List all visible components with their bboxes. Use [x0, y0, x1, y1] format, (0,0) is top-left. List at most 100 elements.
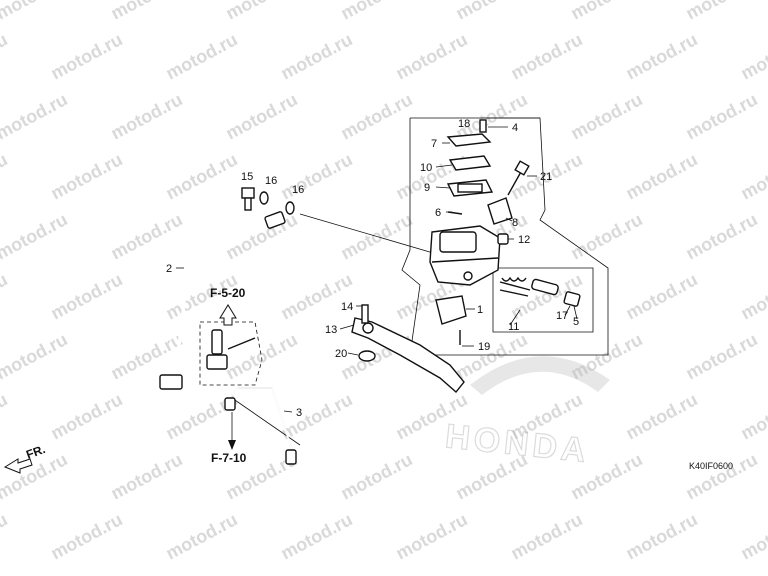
switch-parts — [447, 160, 530, 245]
watermark-text: motod.ru — [222, 0, 300, 24]
ref-f710: F-7-10 — [211, 451, 247, 465]
watermark-text: motod.ru — [337, 0, 415, 24]
callout-4: 4 — [512, 122, 518, 134]
watermark-text: motod.ru — [682, 449, 760, 503]
watermark-text: motod.ru — [567, 89, 645, 143]
watermark-text: motod.ru — [622, 29, 700, 83]
watermark-text: motod.ru — [0, 269, 11, 323]
callout-6: 6 — [435, 207, 441, 219]
watermark-text: motod.ru — [0, 389, 11, 443]
watermark-text: motod.ru — [107, 449, 185, 503]
watermark-text: motod.ru — [107, 89, 185, 143]
watermark-text: motod.ru — [737, 389, 768, 443]
watermark-text: motod.ru — [392, 29, 470, 83]
watermark-text: motod.ru — [337, 89, 415, 143]
watermark-text: motod.ru — [622, 149, 700, 203]
pivot-bracket — [435, 295, 467, 345]
watermark-text: motod.ru — [0, 329, 71, 383]
watermark-text: motod.ru — [107, 0, 185, 24]
watermark-text: motod.ru — [47, 509, 125, 563]
watermark-text: motod.ru — [622, 509, 700, 563]
watermark-text: motod.ru — [737, 269, 768, 323]
watermark-text: motod.ru — [0, 509, 11, 563]
callout-21: 21 — [540, 171, 552, 183]
brake-pipe — [224, 387, 297, 465]
callout-15: 15 — [241, 171, 253, 183]
callout-5: 5 — [573, 316, 579, 328]
watermark-text: motod.ru — [222, 209, 300, 263]
honda-logo-text: HONDA — [444, 417, 592, 470]
callout-20: 20 — [335, 348, 347, 360]
watermark-text: motod.ru — [567, 209, 645, 263]
watermark-text: motod.ru — [337, 449, 415, 503]
callout-8: 8 — [512, 217, 518, 229]
assembly-outline — [401, 117, 609, 356]
watermark-layer: motod.ru motod.ru motod.ru motod.ru motod.ru… — [0, 0, 768, 564]
watermark-text: motod.ru — [622, 269, 700, 323]
watermark-text: motod.ru — [107, 209, 185, 263]
watermark-text: motod.ru — [47, 29, 125, 83]
callout-16-right: 16 — [292, 184, 304, 196]
callout-leaders — [176, 126, 578, 413]
front-arrow-icon — [3, 458, 33, 474]
watermark-text: motod.ru — [47, 389, 125, 443]
watermark-text: motod.ru — [392, 509, 470, 563]
watermark-text: motod.ru — [0, 29, 11, 83]
watermark-text: motod.ru — [622, 389, 700, 443]
banjo-bolt — [241, 187, 295, 215]
brake-hose — [159, 211, 286, 390]
watermark-text: motod.ru — [737, 509, 768, 563]
callout-12: 12 — [518, 234, 530, 246]
down-arrow-icon — [228, 412, 236, 450]
reservoir-cap-parts — [446, 119, 494, 197]
watermark-text: motod.ru — [277, 269, 355, 323]
callout-17: 17 — [556, 310, 568, 322]
callout-7: 7 — [431, 138, 437, 150]
watermark-text: motod.ru — [0, 89, 71, 143]
watermark-text: motod.ru — [682, 209, 760, 263]
watermark-text: motod.ru — [47, 269, 125, 323]
front-label: FR. — [24, 442, 47, 462]
watermark-text: motod.ru — [277, 29, 355, 83]
callout-9: 9 — [424, 182, 430, 194]
brake-joint — [206, 329, 256, 370]
callout-16-left: 16 — [265, 175, 277, 187]
watermark-text: motod.ru — [222, 89, 300, 143]
ref-f520: F-5-20 — [210, 286, 246, 300]
watermark-text: motod.ru — [162, 29, 240, 83]
watermark-text: motod.ru — [0, 209, 71, 263]
callout-14: 14 — [341, 301, 353, 313]
watermark-text: motod.ru — [737, 29, 768, 83]
watermark-text: motod.ru — [682, 89, 760, 143]
watermark-text: motod.ru — [682, 0, 760, 24]
callout-10: 10 — [420, 162, 432, 174]
callout-13: 13 — [325, 324, 337, 336]
watermark-text: motod.ru — [507, 29, 585, 83]
watermark-text: motod.ru — [682, 329, 760, 383]
watermark-text: motod.ru — [222, 329, 300, 383]
callout-18: 18 — [458, 118, 470, 130]
group-11-outline — [492, 267, 594, 333]
watermark-text: motod.ru — [277, 389, 355, 443]
up-arrow-icon — [219, 304, 237, 326]
watermark-text: motod.ru — [452, 0, 530, 24]
watermark-text: motod.ru — [507, 509, 585, 563]
watermark-text: motod.ru — [0, 0, 71, 24]
diagram-code: K40IF0600 — [689, 461, 733, 471]
watermark-text: motod.ru — [162, 149, 240, 203]
watermark-text: motod.ru — [567, 0, 645, 24]
f520-dashed-box — [199, 321, 263, 386]
callout-19: 19 — [478, 341, 490, 353]
watermark-text: motod.ru — [277, 149, 355, 203]
callout-2: 2 — [166, 263, 172, 275]
watermark-text: motod.ru — [277, 509, 355, 563]
watermark-text: motod.ru — [737, 149, 768, 203]
callout-1: 1 — [477, 304, 483, 316]
callout-11: 11 — [508, 321, 519, 333]
watermark-text: motod.ru — [47, 149, 125, 203]
master-cylinder — [429, 225, 501, 286]
piston-set — [499, 276, 581, 307]
brake-lever — [351, 304, 465, 394]
watermark-text: motod.ru — [0, 149, 11, 203]
